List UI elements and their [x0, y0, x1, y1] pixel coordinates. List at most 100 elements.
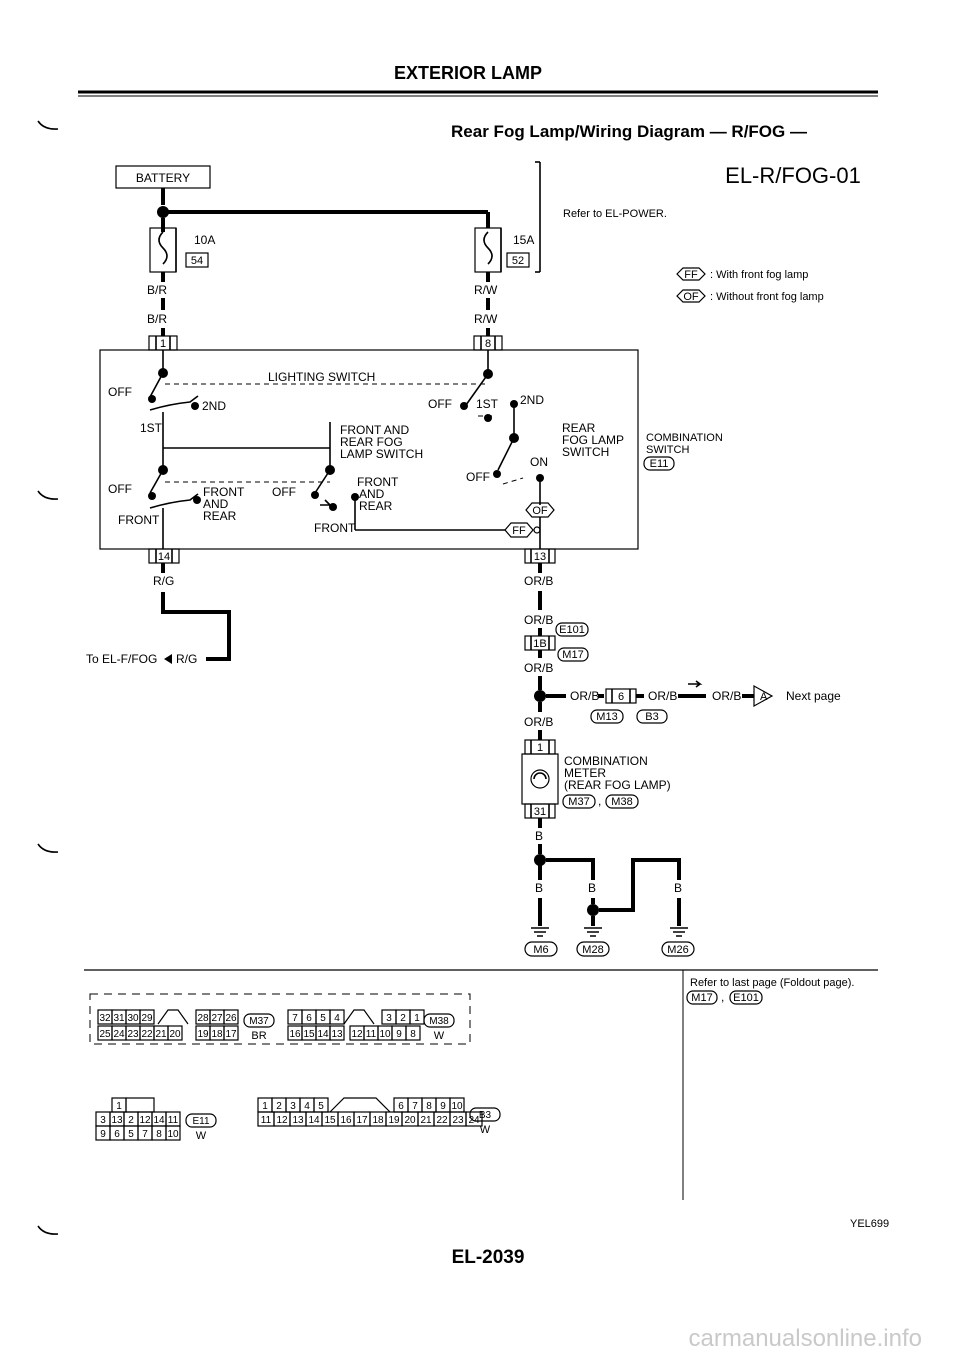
svg-text:(REAR FOG LAMP): (REAR FOG LAMP) [564, 778, 671, 792]
svg-text:B: B [535, 829, 543, 843]
svg-text:M26: M26 [667, 944, 688, 956]
svg-text:M17: M17 [691, 992, 712, 1004]
e11-pin: 8 [156, 1129, 162, 1140]
m37-key [157, 1009, 189, 1025]
m37-pin: 20 [169, 1029, 181, 1040]
refer-power-text: Refer to EL-POWER. [563, 208, 667, 220]
b3-label: B3 [479, 1110, 492, 1121]
svg-text:: With front fog lamp: : With front fog lamp [710, 269, 808, 281]
svg-text:M13: M13 [596, 711, 617, 723]
svg-text:OR/B: OR/B [648, 689, 677, 703]
svg-text:REAR: REAR [203, 509, 237, 523]
e11-pin: 3 [100, 1115, 106, 1126]
svg-text:B3: B3 [645, 711, 658, 723]
svg-text:,: , [598, 794, 601, 808]
b3-pin: 16 [340, 1115, 352, 1126]
m38-key [343, 1009, 375, 1025]
svg-text:M37: M37 [568, 796, 589, 808]
b3-pin: 4 [304, 1101, 310, 1112]
e11-pin: 14 [153, 1115, 165, 1126]
m38-pin: 9 [396, 1029, 402, 1040]
b3-pin: 10 [451, 1101, 463, 1112]
svg-text:R/G: R/G [176, 652, 197, 666]
m38-pin-cell [329, 1009, 345, 1025]
e11-label: E11 [192, 1116, 209, 1127]
m38-pin: 13 [331, 1029, 343, 1040]
m38-pin: 14 [317, 1029, 329, 1040]
svg-text:52: 52 [512, 255, 524, 267]
svg-text:LIGHTING SWITCH: LIGHTING SWITCH [268, 370, 375, 384]
svg-text:2ND: 2ND [202, 399, 226, 413]
m37-tag [243, 1013, 275, 1028]
combination-switch-box [99, 349, 639, 550]
e11-pin: 11 [168, 1115, 179, 1126]
m37-pin: 27 [211, 1013, 223, 1024]
left-output-branch: 14 R/G To EL-F/FOG R/G [86, 548, 231, 666]
b3-pin: 9 [440, 1101, 446, 1112]
m38-pin-cell [405, 1025, 421, 1041]
m37-pin-cell [223, 1025, 239, 1041]
svg-text:E11: E11 [650, 458, 669, 470]
svg-text:R/W: R/W [474, 283, 498, 297]
svg-text:B: B [588, 881, 596, 895]
b3-pin: 22 [436, 1115, 448, 1126]
b3-key [329, 1097, 391, 1113]
m38-pin: 1 [414, 1013, 420, 1024]
svg-text:REAR: REAR [562, 421, 596, 435]
svg-text:OR/B: OR/B [524, 715, 553, 729]
svg-text:14: 14 [158, 551, 170, 563]
refer-last-text: Refer to last page (Foldout page). [690, 977, 854, 989]
m37-pin: 18 [211, 1029, 223, 1040]
m37-pin: 31 [113, 1013, 125, 1024]
watermark: carmanualsonline.info [689, 1325, 922, 1352]
svg-text:AND: AND [203, 497, 229, 511]
m37-pin: 21 [155, 1029, 167, 1040]
svg-text:M6: M6 [533, 944, 548, 956]
b3-pin: 19 [388, 1115, 400, 1126]
svg-text:2ND: 2ND [520, 393, 544, 407]
svg-text:E101: E101 [559, 624, 585, 636]
m38-pin: 15 [303, 1029, 315, 1040]
svg-text:M38: M38 [611, 796, 632, 808]
rear-fog-lamp-switch: OFF 1ST 2ND REAR FOG LAMP SWITCH ON OFF … [428, 350, 624, 549]
svg-text:,: , [721, 990, 724, 1004]
m38-pin: 6 [306, 1013, 312, 1024]
diagram-title: Rear Fog Lamp/Wiring Diagram — R/FOG — [451, 122, 807, 141]
svg-text:B/R: B/R [147, 283, 167, 297]
e11-pin: 13 [111, 1115, 123, 1126]
svg-text:1ST: 1ST [140, 421, 163, 435]
m38-pin: 8 [410, 1029, 416, 1040]
svg-text:B/R: B/R [147, 312, 167, 326]
m38-pin: 4 [334, 1013, 340, 1024]
b3-pin: 17 [356, 1115, 368, 1126]
svg-text:OR/B: OR/B [524, 661, 553, 675]
svg-text:R/W: R/W [474, 312, 498, 326]
e11-color: W [196, 1130, 207, 1142]
b3-pin: 18 [372, 1115, 384, 1126]
svg-text:OFF: OFF [108, 385, 132, 399]
b3-pin: 11 [261, 1115, 272, 1126]
svg-text:OR/B: OR/B [524, 574, 553, 588]
b3-pin: 6 [398, 1101, 404, 1112]
svg-text:B: B [535, 881, 543, 895]
m37-label: M37 [249, 1016, 269, 1027]
svg-text:REAR FOG: REAR FOG [340, 435, 403, 449]
svg-text:FF: FF [684, 269, 698, 281]
m38-pin: 12 [351, 1029, 363, 1040]
svg-text:E101: E101 [733, 992, 759, 1004]
svg-text:SWITCH: SWITCH [646, 444, 689, 456]
b3-pin: 20 [404, 1115, 416, 1126]
svg-text:1ST: 1ST [476, 397, 499, 411]
m38-color: W [434, 1030, 445, 1042]
e11-pin: 1 [116, 1101, 122, 1112]
b3-pin: 14 [308, 1115, 320, 1126]
ground-network: B B B M6 M28 M26 [524, 854, 695, 957]
svg-text:FRONT AND: FRONT AND [340, 423, 409, 437]
svg-text:M28: M28 [582, 944, 603, 956]
battery-label: BATTERY [136, 171, 190, 185]
svg-text:COMBINATION: COMBINATION [564, 754, 648, 768]
svg-text:FRONT: FRONT [203, 485, 245, 499]
svg-text:FRONT: FRONT [118, 513, 160, 527]
e11-key [125, 1097, 155, 1113]
